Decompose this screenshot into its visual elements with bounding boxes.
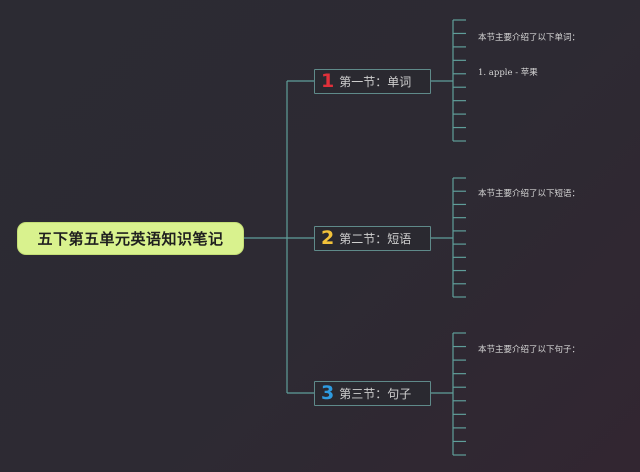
- section-title-2: 第二节：短语: [339, 232, 412, 246]
- section-number-2: 2: [321, 227, 335, 249]
- mindmap-root-node[interactable]: 五下第五单元英语知识笔记: [18, 223, 243, 254]
- section-title-1: 第一节：单词: [339, 75, 412, 89]
- section-number-3: 3: [321, 382, 335, 404]
- section-2-note: 本节主要介绍了以下短语：: [478, 189, 581, 199]
- section-node-1[interactable]: 1 第一节：单词: [314, 69, 431, 94]
- section-1-note: 本节主要介绍了以下单词：: [478, 33, 581, 43]
- section-1-item-1: 1. apple - 苹果: [478, 68, 538, 78]
- section-3-note: 本节主要介绍了以下句子：: [478, 345, 581, 355]
- root-title: 五下第五单元英语知识笔记: [37, 230, 224, 248]
- section-node-2[interactable]: 2 第二节：短语: [314, 226, 431, 251]
- section-node-3[interactable]: 3 第三节：句子: [314, 381, 431, 406]
- section-title-3: 第三节：句子: [339, 387, 412, 401]
- section-number-1: 1: [321, 70, 335, 92]
